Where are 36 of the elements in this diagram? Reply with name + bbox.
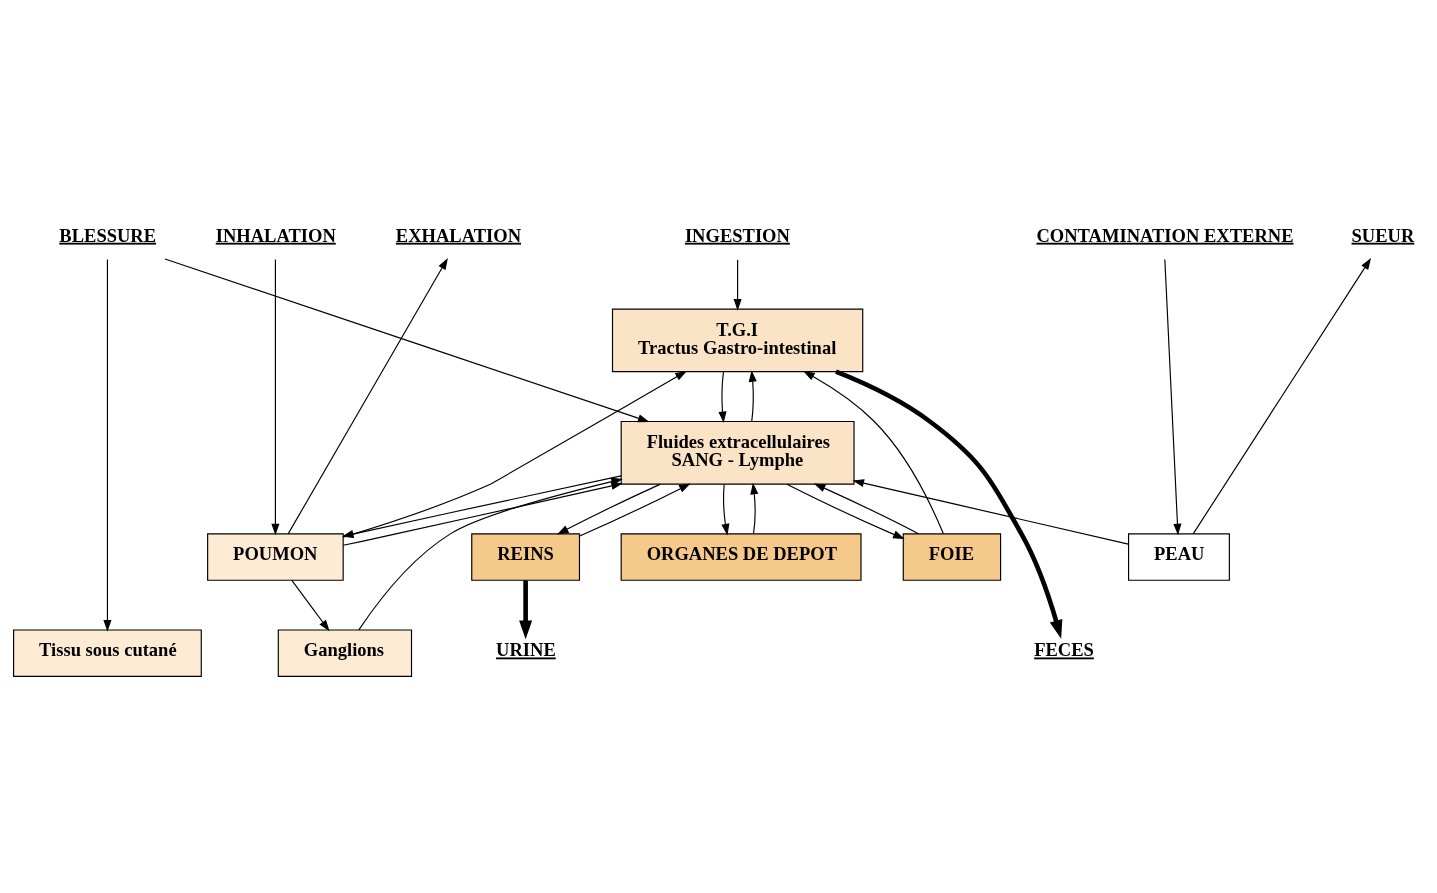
arrow — [786, 483, 905, 539]
arrow — [721, 483, 730, 535]
arrow — [1192, 257, 1372, 534]
arrow — [803, 370, 944, 534]
arrow — [718, 370, 727, 423]
arrow — [748, 369, 757, 422]
node-box: FOIE — [902, 532, 1002, 581]
node-text: INHALATION — [215, 224, 336, 246]
arrow — [271, 258, 280, 535]
node-text: CONTAMINATION EXTERNE — [1036, 224, 1294, 246]
node-box: POUMON — [207, 532, 344, 581]
arrow — [103, 258, 112, 632]
arrow — [291, 579, 330, 631]
node-text: FECES — [1034, 638, 1094, 660]
arrow — [733, 258, 742, 311]
node-box: REINS — [471, 532, 581, 581]
node-box: Tissu sous cutané — [13, 628, 202, 677]
arrow — [1164, 258, 1182, 535]
arrow — [519, 579, 533, 639]
arrow — [813, 482, 920, 534]
node-box: T.G.I Tractus Gastro-intestinal — [611, 308, 864, 372]
arrow — [852, 478, 1129, 545]
arrow — [287, 257, 448, 534]
node-text: INGESTION — [684, 224, 790, 246]
node-text: URINE — [496, 638, 556, 660]
node-text: BLESSURE — [59, 224, 157, 246]
node-box: Fluides extracellulaires SANG - Lymphe — [620, 420, 855, 485]
arrow — [164, 257, 650, 422]
node-text: EXHALATION — [395, 224, 522, 246]
node-box: ORGANES DE DEPOT — [620, 532, 862, 581]
node-box: Ganglions — [277, 628, 413, 677]
arrow — [342, 370, 687, 538]
arrow — [835, 369, 1063, 639]
arrow — [750, 482, 759, 534]
node-text: SUEUR — [1351, 224, 1415, 246]
node-box: PEAU — [1128, 532, 1230, 581]
